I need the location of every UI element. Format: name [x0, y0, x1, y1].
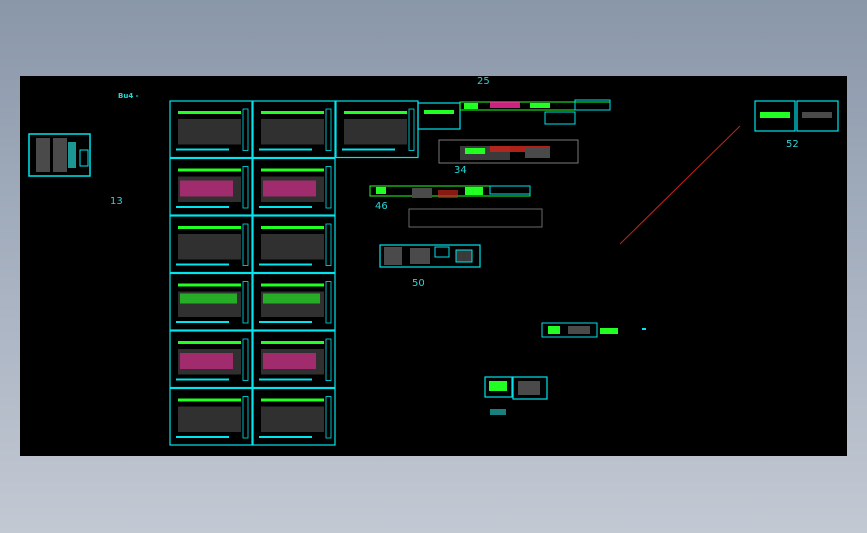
- drawing-block-13[interactable]: [28, 133, 91, 177]
- drawing-sheet[interactable]: [252, 330, 336, 389]
- sheet-grid[interactable]: [169, 100, 419, 446]
- drawing-sheet[interactable]: [169, 272, 253, 331]
- drawing-sheet[interactable]: [252, 272, 336, 331]
- drawing-strip-46[interactable]: [369, 185, 531, 198]
- drawing-strip-top[interactable]: [417, 99, 611, 130]
- drawing-block-bottom[interactable]: [484, 376, 548, 415]
- label-46: 46: [375, 201, 388, 212]
- drawing-sheet[interactable]: [252, 100, 336, 159]
- drawing-strip-middle[interactable]: [541, 322, 646, 338]
- cad-model-space[interactable]: Bu4 - 13 25 34 46: [20, 76, 847, 456]
- label-34: 34: [454, 165, 467, 176]
- drawing-sheet[interactable]: [169, 100, 253, 159]
- drawing-sheet[interactable]: [169, 330, 253, 389]
- drawing-sheet[interactable]: [169, 387, 253, 446]
- top-left-mark: Bu4 -: [118, 92, 139, 100]
- drawing-sheet[interactable]: [252, 387, 336, 446]
- label-52: 52: [786, 139, 799, 150]
- label-25: 25: [477, 76, 490, 87]
- drawing-sheet[interactable]: [169, 157, 253, 216]
- label-50: 50: [412, 278, 425, 289]
- drawing-sheet[interactable]: [252, 157, 336, 216]
- drawing-block-52[interactable]: [754, 100, 839, 132]
- label-13: 13: [110, 196, 123, 207]
- drawing-block-50[interactable]: [379, 244, 481, 268]
- drawing-sheet[interactable]: [252, 215, 336, 274]
- empty-frame: [408, 208, 543, 228]
- drawing-block-34[interactable]: [438, 139, 579, 164]
- drawing-sheet[interactable]: [169, 215, 253, 274]
- red-leader-line[interactable]: [619, 125, 741, 245]
